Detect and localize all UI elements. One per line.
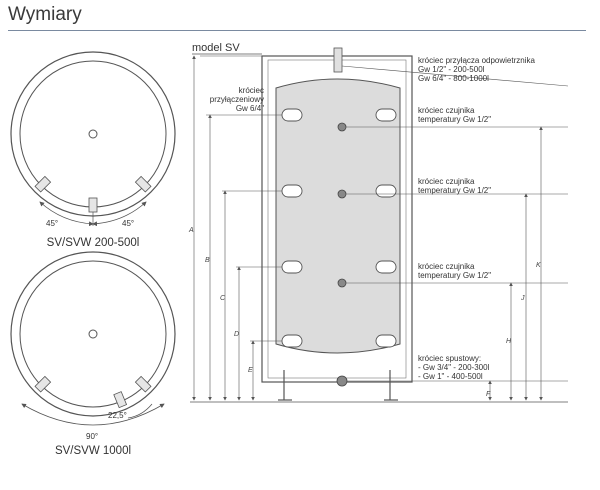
sensor-3-line-2: temperatury Gw 1/2" — [418, 271, 491, 280]
page-title: Wymiary — [8, 4, 82, 25]
sensor-1-line-2: temperatury Gw 1/2" — [418, 115, 491, 124]
nozzle-bottom — [88, 197, 98, 213]
sensor-3-line-1: króciec czujnika — [418, 262, 475, 271]
side-view: model SV — [188, 42, 569, 403]
vent-line-1: króciec przyłącza odpowietrznika — [418, 56, 535, 65]
drain-line-1: króciec spustowy: — [418, 354, 481, 363]
nozzle-right — [134, 175, 152, 193]
dim-c: C — [220, 295, 226, 302]
vent-line-3: Gw 6/4" - 800-1000l — [418, 74, 489, 83]
connector-line-3: Gw 6/4" — [236, 104, 264, 113]
caption-200-500: SV/SVW 200-500l — [47, 237, 140, 249]
vent-pipe — [333, 47, 343, 73]
tank-body — [275, 78, 401, 354]
caption-1000: SV/SVW 1000l — [55, 445, 131, 457]
tank-center-mark — [88, 129, 98, 139]
dim-d: D — [234, 331, 239, 338]
sensor-2-line-1: króciec czujnika — [418, 177, 475, 186]
drain-nozzle — [336, 375, 348, 387]
sensor-2 — [337, 189, 347, 199]
dim-h: H — [506, 338, 512, 345]
angle-left-label: 45° — [46, 219, 58, 228]
sensor-1 — [337, 122, 347, 132]
sensor-1-line-1: króciec czujnika — [418, 106, 475, 115]
sensor-2-line-2: temperatury Gw 1/2" — [418, 186, 491, 195]
model-label: model SV — [192, 42, 240, 54]
heading-divider — [8, 30, 586, 31]
dim-b: B — [205, 257, 210, 264]
sensor-3 — [337, 278, 347, 288]
drain-line-3: - Gw 1" - 400-500l — [418, 372, 483, 381]
top-view-200-500: 45° 45° SV/SVW 200-500l — [10, 51, 176, 249]
dim-a: A — [188, 227, 194, 234]
angle-offset-label: 22,5° — [108, 411, 127, 420]
connector-line-1: króciec — [239, 86, 264, 95]
vent-line-2: Gw 1/2" - 200-500l — [418, 65, 485, 74]
dim-j: J — [520, 295, 525, 302]
drain-line-2: - Gw 3/4" - 200-300l — [418, 363, 490, 372]
angle-bottom-label: 90° — [86, 432, 98, 441]
angle-right-label: 45° — [122, 219, 134, 228]
dim-f: F — [486, 391, 491, 398]
top-view-1000: 22,5° 90° SV/SVW 1000l — [10, 251, 176, 457]
dim-e: E — [248, 367, 253, 374]
dim-k: K — [536, 262, 541, 269]
tank-outer-circle — [10, 51, 176, 217]
nozzle-left — [34, 175, 52, 193]
connector-line-2: przyłączeniowy — [210, 95, 264, 104]
